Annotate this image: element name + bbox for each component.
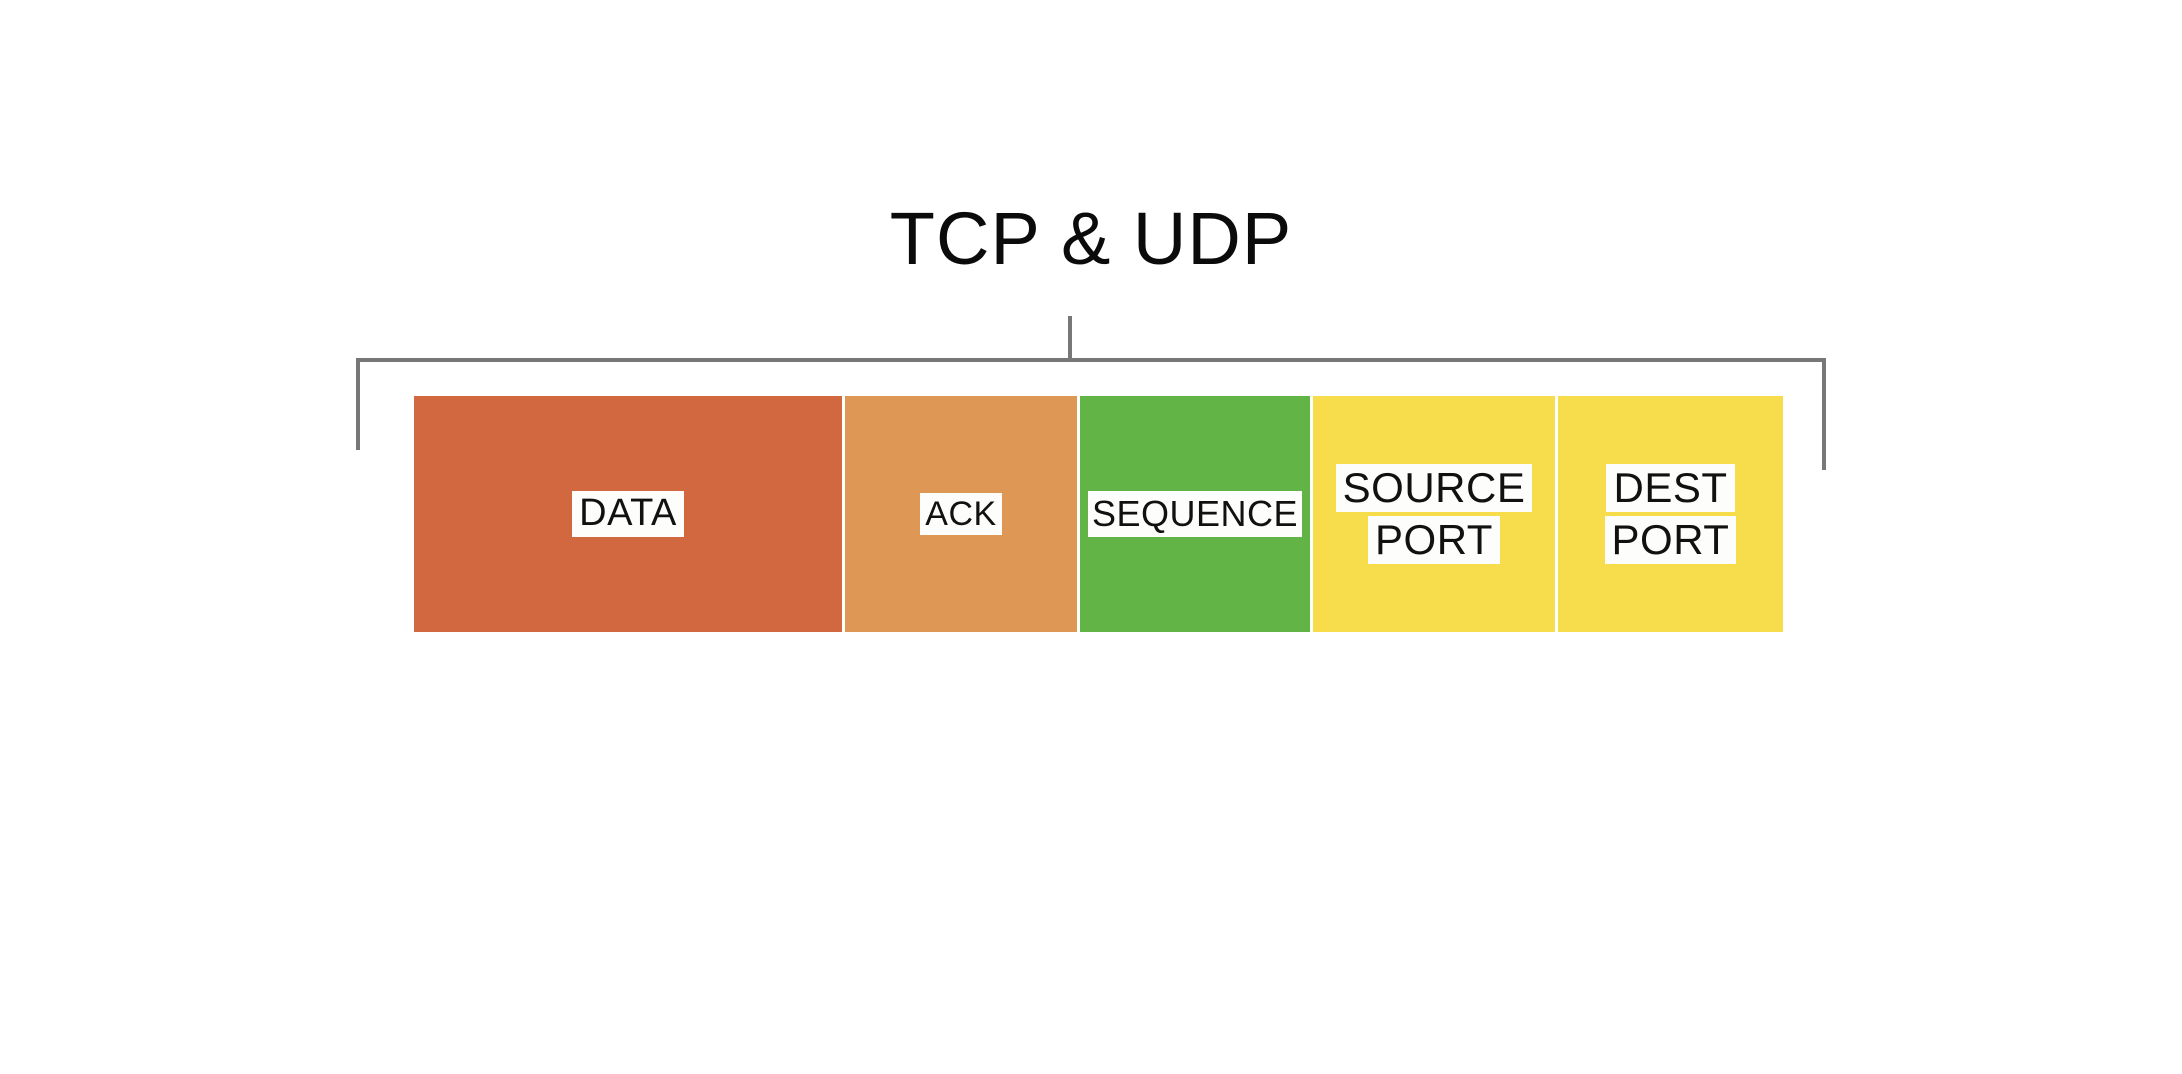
segment-label-sequence: SEQUENCE bbox=[1087, 491, 1303, 537]
bracket-right-arm bbox=[1822, 358, 1826, 470]
segment-block-row: DATA ACK SEQUENCE SOURCE PORT DEST PORT bbox=[414, 396, 1783, 632]
segment-label-dest-port: DEST PORT bbox=[1604, 464, 1737, 564]
segment-label-dest-port-line2: PORT bbox=[1604, 516, 1737, 564]
segment-label-source-port-line2: PORT bbox=[1368, 516, 1500, 564]
bracket-center-tick bbox=[1068, 316, 1072, 360]
segment-block-dest-port: DEST PORT bbox=[1558, 396, 1783, 632]
segment-block-sequence: SEQUENCE bbox=[1080, 396, 1310, 632]
segment-label-ack: ACK bbox=[920, 492, 1002, 536]
segment-block-data: DATA bbox=[414, 396, 842, 632]
segment-label-source-port-line1: SOURCE bbox=[1335, 464, 1533, 512]
page-title: TCP & UDP bbox=[889, 197, 1293, 280]
segment-label-source-port: SOURCE PORT bbox=[1335, 464, 1533, 564]
segment-label-dest-port-line1: DEST bbox=[1606, 464, 1735, 512]
bracket-top-line bbox=[356, 358, 1826, 362]
segment-block-ack: ACK bbox=[845, 396, 1077, 632]
segment-block-source-port: SOURCE PORT bbox=[1313, 396, 1555, 632]
bracket-left-arm bbox=[356, 358, 360, 450]
segment-label-data: DATA bbox=[572, 491, 684, 537]
